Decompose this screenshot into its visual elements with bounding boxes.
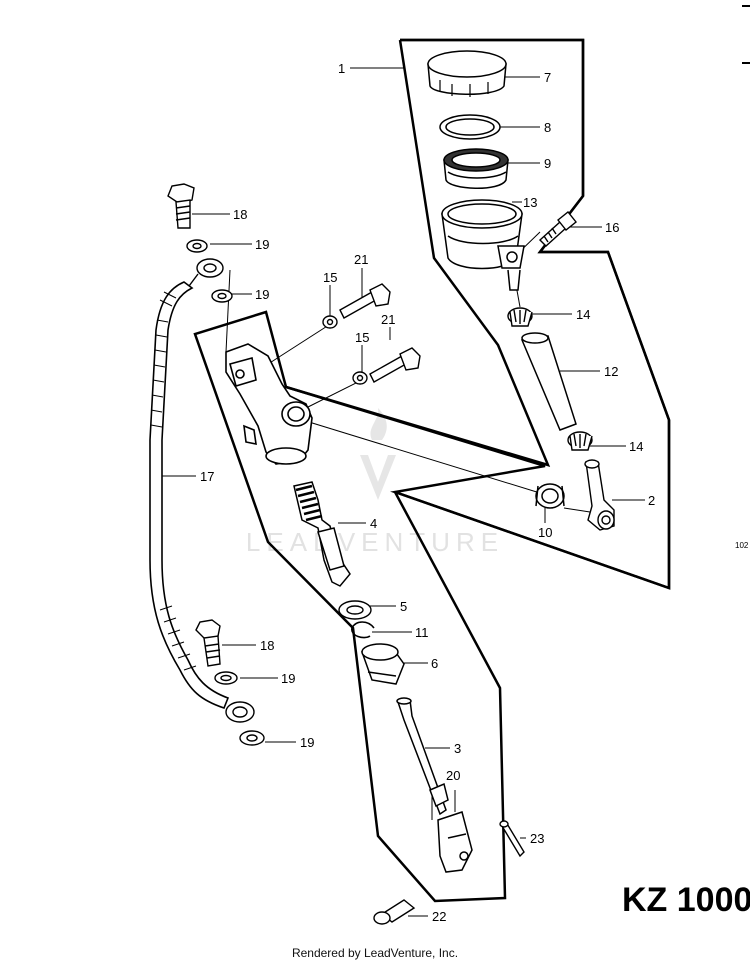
banjo-bolt-lower <box>195 619 221 667</box>
bolt-21-a <box>339 283 391 319</box>
callout-18-lower: 18 <box>260 638 274 653</box>
banjo-bolt-upper <box>167 183 195 229</box>
callout-19-c: 19 <box>281 671 295 686</box>
model-label: KZ 1000 <box>622 881 750 919</box>
callout-13: 13 <box>523 195 537 210</box>
side-note: 102 <box>735 541 749 550</box>
clevis <box>437 811 473 873</box>
callout-19-b: 19 <box>255 287 269 302</box>
diaphragm-plate <box>439 114 501 140</box>
leader-lines <box>155 67 645 917</box>
reservoir <box>441 199 525 291</box>
diaphragm <box>443 148 509 189</box>
reservoir-cap <box>427 50 507 97</box>
banjo-fitting-upper <box>175 258 224 291</box>
callout-4: 4 <box>370 516 377 531</box>
callout-10: 10 <box>538 525 552 540</box>
master-cylinder-body <box>225 343 313 465</box>
callout-9: 9 <box>544 156 551 171</box>
bolt-21-b <box>369 347 421 383</box>
cotter-pin <box>499 820 525 858</box>
callout-23: 23 <box>530 831 544 846</box>
washer-19-b <box>211 289 233 303</box>
watermark: LEADVENTURE <box>246 408 504 557</box>
callout-14-lower: 14 <box>629 439 643 454</box>
callout-8: 8 <box>544 120 551 135</box>
brake-hose <box>149 281 230 709</box>
hose-fitting <box>584 459 615 531</box>
callout-7: 7 <box>544 70 551 85</box>
piston-stop-washer <box>338 600 372 620</box>
washer-15-a <box>322 315 338 329</box>
hose-clamp-lower <box>567 431 593 451</box>
callout-21-b: 21 <box>381 312 395 327</box>
callout-6: 6 <box>431 656 438 671</box>
dust-boot <box>360 643 405 685</box>
reservoir-box-outline <box>285 38 671 590</box>
callout-11: 11 <box>415 625 429 640</box>
reservoir-hose <box>520 332 577 431</box>
callout-16: 16 <box>605 220 619 235</box>
corner-marks <box>742 5 750 64</box>
callout-15-a: 15 <box>323 270 337 285</box>
callout-3: 3 <box>454 741 461 756</box>
footer-credit: Rendered by LeadVenture, Inc. <box>292 946 458 960</box>
hose-clamp-upper <box>507 307 533 327</box>
callout-18-upper: 18 <box>233 207 247 222</box>
callout-2: 2 <box>648 493 655 508</box>
push-rod <box>396 697 449 816</box>
washer-15-b <box>352 371 368 385</box>
callout-5: 5 <box>400 599 407 614</box>
callout-21-a: 21 <box>354 252 368 267</box>
watermark-text: LEADVENTURE <box>246 527 504 557</box>
callout-20: 20 <box>446 768 460 783</box>
callout-15-b: 15 <box>355 330 369 345</box>
screw-16 <box>538 211 577 247</box>
grommet <box>535 483 565 509</box>
piston-assembly <box>293 481 351 587</box>
washer-19-c <box>214 671 238 685</box>
callout-19-d: 19 <box>300 735 314 750</box>
callout-1: 1 <box>338 61 345 76</box>
banjo-fitting-lower <box>225 701 255 723</box>
circlip <box>351 621 375 639</box>
callout-22: 22 <box>432 909 446 924</box>
clevis-pin <box>373 899 416 925</box>
callout-17: 17 <box>200 469 214 484</box>
callout-12: 12 <box>604 364 618 379</box>
callout-19-a: 19 <box>255 237 269 252</box>
callout-14-upper: 14 <box>576 307 590 322</box>
washer-19-d <box>239 730 265 746</box>
callout-labels: 1 7 8 9 13 16 18 19 19 21 15 21 15 14 12… <box>200 61 655 924</box>
washer-19-a <box>186 239 208 253</box>
